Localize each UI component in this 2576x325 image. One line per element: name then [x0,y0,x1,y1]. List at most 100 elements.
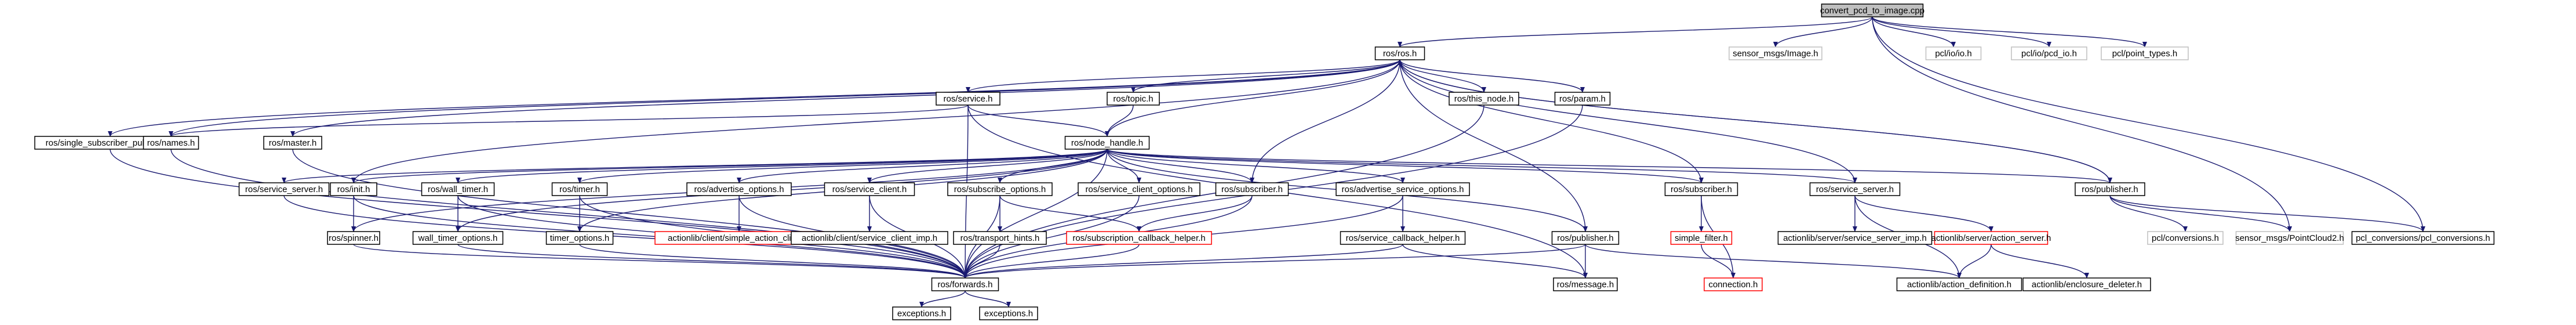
edge-root-to-pointcloud2 [1872,16,2292,232]
node-ros-h[interactable]: ros/ros.h [1374,46,1425,60]
node-service-client-options[interactable]: ros/service_client_options.h [1078,182,1200,196]
node-forwards[interactable]: ros/forwards.h [931,277,999,291]
node-service[interactable]: ros/service.h [936,92,1000,106]
node-exceptions-b[interactable]: exceptions.h [979,306,1038,320]
node-label: simple_filter.h [1675,233,1728,243]
node-node-handle[interactable]: ros/node_handle.h [1064,136,1150,150]
node-label: ros/node_handle.h [1071,138,1143,148]
node-label: ros/publisher.h [2082,185,2138,194]
edge-subscriber-to-subscription_callback_helper [1137,195,1253,232]
node-enclosure-deleter[interactable]: actionlib/enclosure_deleter.h [2022,277,2151,291]
node-label: exceptions.h [984,309,1033,319]
node-publisher-b[interactable]: ros/publisher.h [2075,182,2145,196]
node-box [238,182,330,196]
node-label: ros/service_server.h [245,185,323,194]
node-names[interactable]: ros/names.h [143,136,199,150]
node-label: ros/service_client_options.h [1085,185,1192,194]
node-service-callback-helper[interactable]: ros/service_callback_helper.h [1340,231,1466,245]
node-pcl-io[interactable]: pcl/io/io.h [1925,46,1982,60]
node-label: sensor_msgs/PointCloud2.h [2235,233,2344,243]
edge-publisher_ros-to-action_definition [1585,244,1962,279]
node-simple-filter[interactable]: simple_filter.h [1670,231,1733,245]
node-box [2075,182,2145,196]
node-box [1821,3,1924,17]
node-timer-options[interactable]: timer_options.h [545,231,614,245]
node-label: ros/forwards.h [937,280,992,290]
edge-root-to-pcl_conversions [1872,16,2425,232]
node-service-server-b[interactable]: ros/service_server.h [1809,182,1901,196]
node-advertise-service-options[interactable]: ros/advertise_service_options.h [1336,182,1470,196]
edge-layer [108,16,2425,308]
node-box [2147,231,2224,245]
node-advertise-options[interactable]: ros/advertise_options.h [686,182,792,196]
node-box [263,136,322,150]
node-service-server[interactable]: ros/service_server.h [238,182,330,196]
node-label: ros/wall_timer.h [428,185,488,194]
node-topic[interactable]: ros/topic.h [1107,92,1160,106]
node-timer[interactable]: ros/timer.h [551,182,608,196]
edge-node_handle-to-subscriber [1107,149,1254,183]
node-publisher-ros[interactable]: ros/publisher.h [1551,231,1620,245]
node-label: wall_timer_options.h [418,233,498,243]
node-label: ros/subscription_callback_helper.h [1072,233,1205,243]
edge-master-to-forwards [292,149,967,279]
node-exceptions-a[interactable]: exceptions.h [892,306,951,320]
node-message[interactable]: ros/message.h [1553,277,1618,291]
node-label: ros/service.h [943,94,992,104]
node-pcl-conversions-h[interactable]: pcl/conversions.h [2147,231,2224,245]
edge-ros_h-to-topic [1131,59,1400,93]
edge-spinner-to-forwards [353,244,967,279]
node-pcl-conversions[interactable]: pcl_conversions/pcl_conversions.h [2351,231,2495,245]
node-box [1215,182,1289,196]
node-subscribe-options[interactable]: ros/subscribe_options.h [947,182,1053,196]
node-label: exceptions.h [897,309,946,319]
node-label: ros/transport_hints.h [960,233,1040,243]
node-wall-timer[interactable]: ros/wall_timer.h [421,182,495,196]
node-init[interactable]: ros/init.h [330,182,377,196]
node-box [1704,277,1763,291]
node-box [931,277,999,291]
node-root[interactable]: convert_pcd_to_image.cpp [1820,3,1924,17]
edge-service_server-to-forwards [283,195,967,279]
node-simple-action-client[interactable]: actionlib/client/simple_action_client.h [654,231,824,245]
node-box [1551,231,1620,245]
node-label: actionlib/client/simple_action_client.h [668,233,810,243]
edge-node_handle-to-publisher_b [1107,149,2112,183]
node-service-client-imp[interactable]: actionlib/client/service_client_imp.h [791,231,948,245]
node-service-server-imp[interactable]: actionlib/server/service_server_imp.h [1777,231,1933,245]
node-box [947,182,1053,196]
node-box [1066,231,1212,245]
node-box [1664,182,1738,196]
node-label: convert_pcd_to_image.cpp [1820,6,1924,16]
node-wall-timer-options[interactable]: wall_timer_options.h [412,231,504,245]
node-action-definition[interactable]: actionlib/action_definition.h [1896,277,2022,291]
node-box [791,231,948,245]
node-label: actionlib/client/service_client_imp.h [802,233,937,243]
node-box [2011,46,2087,60]
node-pcl-point-types[interactable]: pcl/point_types.h [2101,46,2189,60]
node-box [1554,92,1611,106]
node-sensor-image[interactable]: sensor_msgs/Image.h [1729,46,1822,60]
node-subscriber[interactable]: ros/subscriber.h [1215,182,1289,196]
node-action-server[interactable]: actionlib/server/action_server.h [1931,231,2051,245]
node-this-node[interactable]: ros/this_node.h [1449,92,1519,106]
node-param[interactable]: ros/param.h [1554,92,1611,106]
node-label: ros/timer.h [559,185,600,194]
node-transport-hints[interactable]: ros/transport_hints.h [953,231,1047,245]
node-subscription-callback-helper[interactable]: ros/subscription_callback_helper.h [1066,231,1212,245]
node-box [1777,231,1933,245]
edge-node_handle-to-advertise_service_options [1107,149,1405,183]
node-pcl-pcd-io[interactable]: pcl/io/pcd_io.h [2011,46,2087,60]
node-label: pcl_conversions/pcl_conversions.h [2356,233,2490,243]
edge-node_handle-to-advertise_options [737,149,1108,183]
edge-ros_h-to-names [169,59,1400,137]
node-spinner[interactable]: ros/spinner.h [327,231,380,245]
node-box [551,182,608,196]
node-label: ros/publisher.h [1557,233,1614,243]
node-pointcloud2[interactable]: sensor_msgs/PointCloud2.h [2235,231,2344,245]
node-master[interactable]: ros/master.h [263,136,322,150]
node-service-client[interactable]: ros/service_client.h [824,182,915,196]
node-connection[interactable]: connection.h [1704,277,1763,291]
edge-ros_h-to-init [351,59,1400,183]
node-subscriber-b[interactable]: ros/subscriber.h [1664,182,1738,196]
